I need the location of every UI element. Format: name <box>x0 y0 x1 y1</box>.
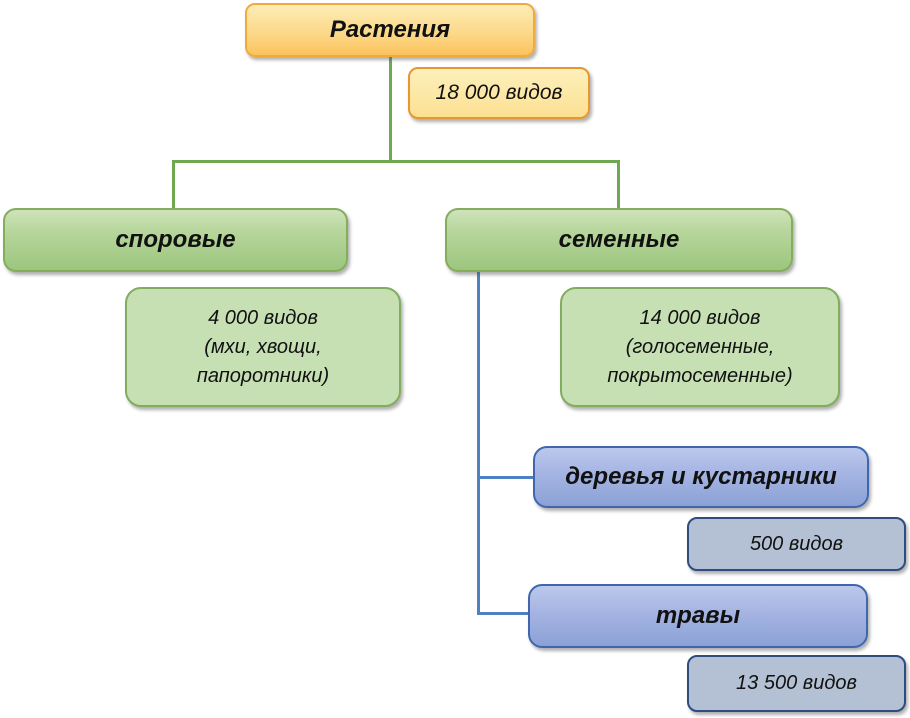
connector-root-vertical <box>389 56 392 163</box>
node-plants-label: Растения <box>329 16 451 43</box>
node-trees-shrubs-label: деревья и кустарники <box>565 463 837 490</box>
connector-spore-vertical <box>172 160 175 209</box>
node-seed-count-line3: покрытосеменные) <box>607 364 793 387</box>
connector-grasses-stub <box>477 612 529 615</box>
node-grasses-label: травы <box>655 602 741 629</box>
node-seed: семенные <box>445 208 793 272</box>
node-spore-count-line1: 4 000 видов <box>208 306 318 329</box>
connector-trees-stub <box>477 476 534 479</box>
node-seed-count-line1: 14 000 видов <box>639 306 761 329</box>
node-trees-shrubs-count-label: 500 видов <box>749 532 844 555</box>
connector-seed-children-vertical <box>477 271 480 615</box>
node-plants: Растения <box>245 3 535 57</box>
node-grasses-count: 13 500 видов <box>687 655 906 712</box>
connector-seed-vertical <box>617 160 620 209</box>
connector-branches-horizontal <box>172 160 620 163</box>
node-plants-count-label: 18 000 видов <box>435 81 563 104</box>
node-spore: споровые <box>3 208 348 272</box>
node-grasses: травы <box>528 584 868 648</box>
node-grasses-count-label: 13 500 видов <box>736 672 857 694</box>
node-seed-count-line2: (голосеменные, <box>625 335 775 358</box>
node-spore-label: споровые <box>115 226 236 253</box>
node-trees-shrubs-count: 500 видов <box>687 517 906 571</box>
node-seed-count: 14 000 видов (голосеменные, покрытосемен… <box>560 287 840 407</box>
node-plants-count: 18 000 видов <box>408 67 590 119</box>
node-spore-count-line3: папоротники) <box>196 364 330 387</box>
node-spore-count-line2: (мхи, хвощи, <box>204 335 322 358</box>
node-spore-count: 4 000 видов (мхи, хвощи, папоротники) <box>125 287 401 407</box>
node-trees-shrubs: деревья и кустарники <box>533 446 869 508</box>
node-seed-label: семенные <box>558 226 680 253</box>
